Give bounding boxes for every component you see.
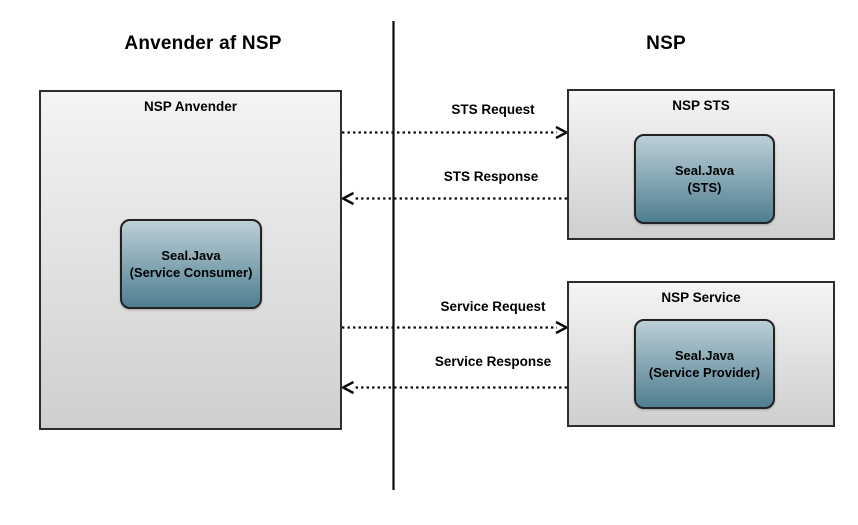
sts-response-arrowhead [340,191,355,206]
service-response-arrowhead [340,380,355,395]
nsp-service-box-label: NSP Service [661,290,741,305]
left-lane-title: Anvender af NSP [124,33,282,54]
nsp-sts-box: NSP STS Seal.Java (STS) [567,89,835,240]
component-line2: (Service Consumer) [129,265,253,280]
nsp-anvender-box: NSP Anvender Seal.Java (Service Consumer… [39,90,342,430]
seal-java-service-consumer-component: Seal.Java (Service Consumer) [120,219,262,309]
service-request-arrowhead [555,320,570,335]
right-lane-title: NSP [646,33,686,54]
nsp-service-box: NSP Service Seal.Java (Service Provider) [567,281,835,427]
service-request-label: Service Request [440,299,546,314]
sts-request-label: STS Request [451,102,535,117]
component-line1: Seal.Java [674,163,735,178]
seal-java-sts-component: Seal.Java (STS) [634,134,775,224]
sts-response-label: STS Response [443,169,539,184]
nsp-anvender-box-label: NSP Anvender [143,99,238,114]
seal-java-service-provider-component: Seal.Java (Service Provider) [634,319,775,409]
component-line2: (Service Provider) [648,365,761,380]
nsp-sts-box-label: NSP STS [672,98,730,113]
component-line1: Seal.Java [674,348,735,363]
component-line1: Seal.Java [161,248,221,263]
sts-request-arrowhead [555,125,570,140]
component-line2: (STS) [687,180,722,195]
service-response-label: Service Response [434,354,552,369]
